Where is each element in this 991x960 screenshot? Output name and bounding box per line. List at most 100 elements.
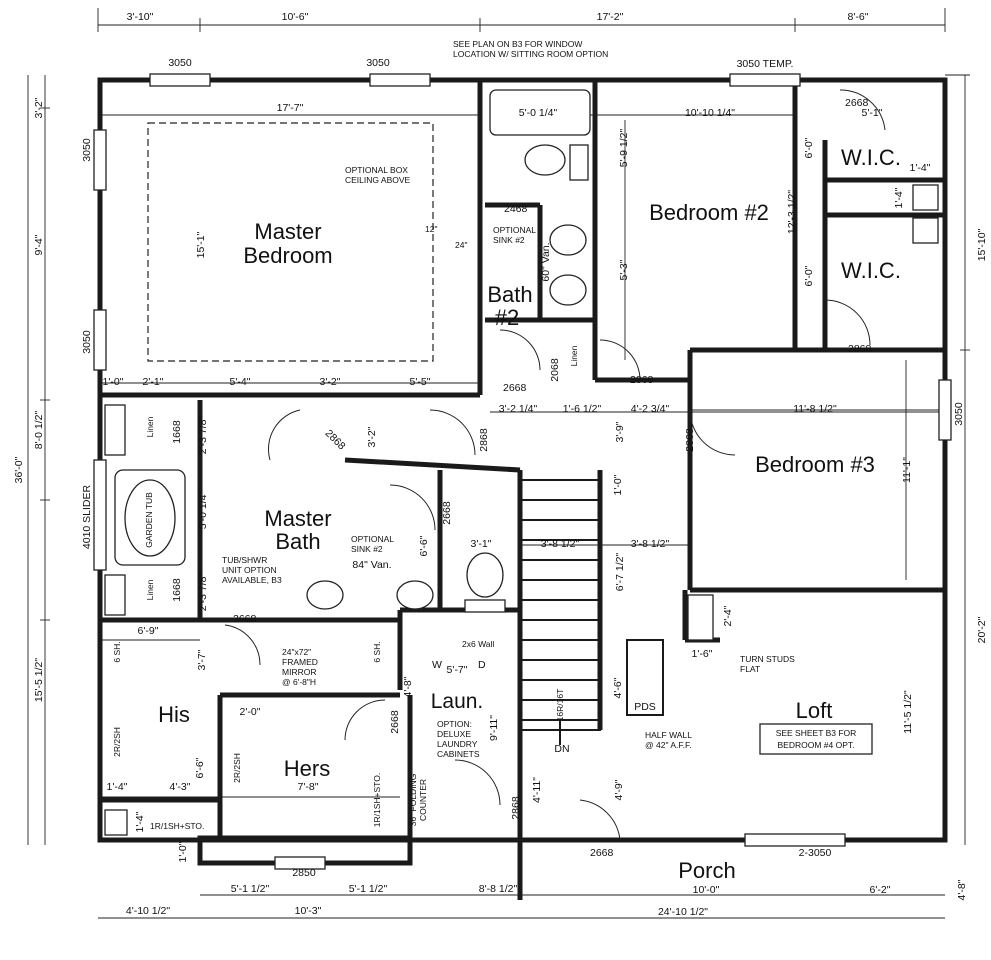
- door-swings: [224, 89, 886, 841]
- window-label: 2850: [292, 867, 316, 879]
- note-text: Linen: [145, 579, 155, 600]
- window-label: 3050: [81, 330, 93, 354]
- note-text: COUNTER: [418, 779, 428, 821]
- dimension-label: 3'-2 1/4": [499, 403, 538, 415]
- window-label: 3050 TEMP.: [737, 58, 794, 70]
- note-text: MIRROR: [282, 667, 316, 677]
- dimension-label: 10'-10 1/4": [685, 107, 735, 119]
- dimension-label: 6'-0": [803, 265, 815, 286]
- dimension-label: 6'-2": [870, 884, 891, 896]
- label-master-bedroom-2: Bedroom: [243, 243, 332, 268]
- interior-dimensions: 17'-7" 15'-1" 5'-0 1/4" 10'-10 1/4" 12'-…: [103, 102, 968, 918]
- note-text: 1R/1SH+STO.: [372, 773, 382, 827]
- door-label: 2868: [684, 428, 696, 452]
- dimension-label: 5'-1 1/2": [349, 883, 388, 895]
- dimension-label: 4'-11": [531, 777, 543, 803]
- dimension-label: 3'-2": [33, 97, 45, 118]
- dimension-label: 10'-3": [295, 905, 322, 917]
- dimension-label: 11'-5 1/2": [902, 690, 914, 734]
- dimension-label: 2'-0": [240, 706, 261, 718]
- box-ceiling-outline: [147, 122, 434, 362]
- note-text: FRAMED: [282, 657, 318, 667]
- dimension-label: 1'-0": [103, 376, 124, 388]
- dimension-label: 4'-9": [613, 779, 625, 800]
- dimension-label: 1'-4": [107, 781, 128, 793]
- dimension-label: 84" Van.: [352, 559, 391, 571]
- dimension-label: 24'-10 1/2": [658, 906, 708, 918]
- door-label: 2668: [441, 501, 453, 525]
- label-wic-2: W.I.C.: [841, 258, 901, 283]
- dimension-label: 8'-8 1/2": [479, 883, 518, 895]
- label-his: His: [158, 702, 190, 727]
- door-label: 2868: [630, 374, 654, 386]
- dimension-label: 15'-10": [976, 228, 988, 261]
- window-labels: 3050 3050 3050 TEMP. 3050 3050 3050 2850…: [81, 57, 965, 879]
- note-text: 6 SH.: [112, 641, 122, 662]
- room-labels: Master Bedroom Bedroom #2 W.I.C. W.I.C. …: [158, 145, 901, 883]
- dimension-label: 6'-7 1/2": [614, 553, 626, 592]
- door-label: 2068: [549, 358, 561, 382]
- dimension-label: 5'-7": [447, 664, 468, 676]
- interior-walls: [100, 80, 945, 840]
- dimension-label: 17'-7": [277, 102, 304, 114]
- note-text: OPTIONAL BOX: [345, 165, 408, 175]
- dimension-label: 5'-1": [862, 107, 883, 119]
- dimension-label: 5'-0 1/4": [519, 107, 558, 119]
- dimension-label: 1'-4": [893, 187, 905, 208]
- note-text: 24": [455, 240, 467, 250]
- door-labels: 2668 2468 2868 2068 2668 2868 2868 2868 …: [171, 97, 872, 859]
- stairs-riser-label: 16R/16T: [555, 689, 565, 722]
- label-master-bath-2: Bath: [275, 529, 320, 554]
- note-text: BEDROOM #4 OPT.: [778, 740, 855, 750]
- label-laundry: Laun.: [431, 690, 484, 713]
- dimension-label: 5'-3": [618, 259, 630, 280]
- dimension-label: 4'-6": [612, 677, 624, 698]
- dimension-label: 4'-10 1/2": [126, 905, 171, 917]
- note-text: SINK #2: [351, 544, 383, 554]
- door-label: 2868: [848, 343, 872, 355]
- note-text: FLAT: [740, 664, 760, 674]
- dimension-label: 2'-4": [722, 605, 734, 626]
- note-text: SEE PLAN ON B3 FOR WINDOW: [453, 39, 582, 49]
- door-label: 2668: [389, 710, 401, 734]
- label-loft: Loft: [796, 698, 833, 723]
- dimension-label: 5'-5": [410, 376, 431, 388]
- note-text: HALF WALL: [645, 730, 692, 740]
- window-label: 2-3050: [799, 847, 832, 859]
- note-text: OPTIONAL: [493, 225, 536, 235]
- dimension-label: 6'-9": [138, 625, 159, 637]
- note-text: OPTIONAL: [351, 534, 394, 544]
- label-bedroom-3: Bedroom #3: [755, 452, 875, 477]
- dimension-label: 1'-6 1/2": [563, 403, 602, 415]
- note-text: CEILING ABOVE: [345, 175, 411, 185]
- dimension-label: 4'-8": [956, 879, 968, 900]
- window-marks: [93, 73, 952, 870]
- note-text: @ 6'-8"H: [282, 677, 316, 687]
- window-label: 3050: [168, 57, 192, 69]
- note-text: UNIT OPTION: [222, 565, 277, 575]
- note-text: 24"x72": [282, 647, 311, 657]
- dimension-label: 9'-4": [33, 234, 45, 255]
- door-label: 2668: [233, 613, 257, 625]
- note-text: 2R/2SH: [232, 753, 242, 783]
- dimension-label: 10'-0": [693, 884, 720, 896]
- dimension-label: 3'-8 1/2": [541, 538, 580, 550]
- dimension-label: 6'-6": [194, 757, 206, 778]
- note-text: 2R/2SH: [112, 727, 122, 757]
- dimension-label: 11'-8 1/2": [793, 403, 837, 415]
- dimension-label: 4'-2 3/4": [631, 403, 670, 415]
- note-text: SINK #2: [493, 235, 525, 245]
- note-text: @ 42" A.F.F.: [645, 740, 692, 750]
- notes: SEE PLAN ON B3 FOR WINDOW LOCATION W/ SI…: [112, 39, 873, 831]
- window-label: 3050: [953, 402, 965, 426]
- note-text: 6 SH.: [372, 641, 382, 662]
- dimension-label: 2'-1": [143, 376, 164, 388]
- dimension-label: 3'-2": [366, 426, 378, 447]
- door-label: 2468: [504, 203, 528, 215]
- bottom-dimensions: 5'-1 1/2" 5'-1 1/2" 8'-8 1/2" 4'-10 1/2"…: [126, 883, 518, 917]
- door-label: 1668: [171, 578, 183, 602]
- door-label: 2868: [510, 796, 522, 820]
- label-bath2-2: #2: [495, 305, 519, 330]
- washer-label: W: [432, 659, 442, 671]
- label-master-bath-1: Master: [264, 506, 331, 531]
